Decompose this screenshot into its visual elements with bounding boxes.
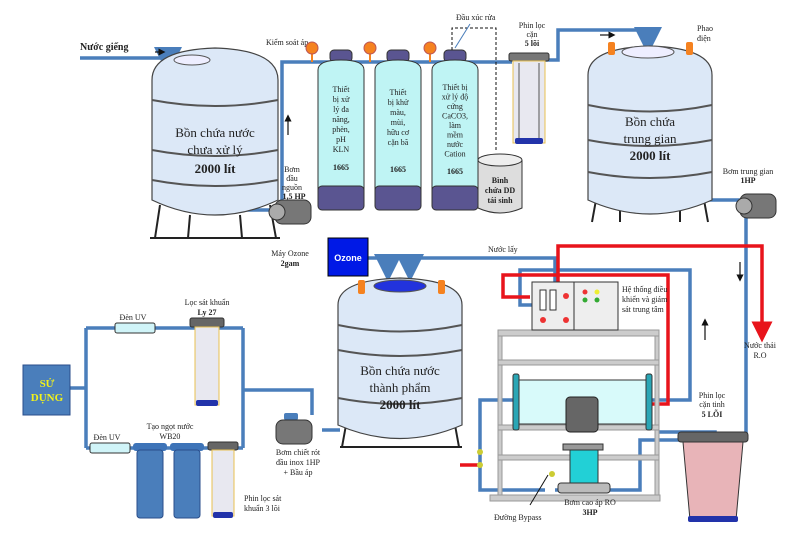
- float-switch-label-2: điện: [697, 34, 711, 43]
- gauge-icon: [423, 41, 437, 55]
- coarse-filter-label-3: 5 lõi: [525, 39, 540, 48]
- sweetener-label: Tạo ngọt nước: [147, 422, 194, 431]
- ozone-generator: Ozone Máy Ozone 2gam: [271, 237, 369, 277]
- ro-pump: [557, 396, 611, 494]
- use-label-1: SỬ: [40, 378, 55, 390]
- source-pump-label-1: Bơm: [284, 165, 301, 174]
- ro-waste-label-1: Nước thải: [744, 341, 777, 350]
- use-point: SỬ DỤNG: [22, 364, 71, 416]
- column-3-model: 1665: [447, 167, 463, 176]
- brine-tank-label-3: tái sinh: [487, 196, 513, 205]
- ozone-box-label: Ozone: [334, 253, 362, 263]
- ozone-label: Máy Ozone: [271, 249, 309, 258]
- source-pump-power: 1,5 HP: [282, 192, 305, 201]
- coarse-filter: Phin lọc cặn 5 lõi: [508, 21, 550, 144]
- gauge-icon: [305, 41, 319, 55]
- float-switch-label-1: Phao: [697, 24, 713, 33]
- source-pump-label-2: đầu: [286, 174, 298, 183]
- backwash-label: Đầu xúc rửa: [456, 13, 496, 22]
- fill-pump: Bơm chiết rót đầu inox 1HP + Bầu áp: [275, 413, 321, 477]
- sterile-filter-label: Lọc sát khuẩn: [185, 298, 230, 307]
- source-pump-label-3: nguồn: [282, 183, 302, 192]
- inlet-label: Nước giếng: [80, 42, 128, 53]
- mid-tank-label-1: Bồn chứa: [625, 114, 675, 129]
- product-tank-label-2: thành phẩm: [369, 380, 430, 395]
- mid-tank-label-2: trung gian: [623, 131, 677, 146]
- raw-tank-label-2: chưa xử lý: [187, 142, 243, 157]
- raw-tank-label-1: Bồn chứa nước: [175, 125, 255, 140]
- use-label-2: DỤNG: [31, 392, 64, 404]
- uv-top-label: Đèn UV: [120, 313, 147, 322]
- product-tank-label-1: Bồn chứa nước: [360, 363, 440, 378]
- ozone-capacity: 2gam: [281, 259, 300, 268]
- pressure-gauges: [305, 41, 437, 62]
- sterile-filter-3: Phin lọc sát khuẩn 3 lõi: [207, 441, 282, 518]
- ro-pump-label: Bơm cao áp RO: [564, 498, 616, 507]
- intermediate-pump: Bơm trung gian 1HP: [723, 167, 777, 219]
- fill-pump-label-2: đầu inox 1HP: [276, 458, 321, 467]
- brine-tank: Bình chứa DD tái sinh: [477, 153, 523, 214]
- brine-tank-label-1: Bình: [492, 176, 509, 185]
- intermediate-tank: Bồn chứa trung gian 2000 lít: [587, 42, 713, 223]
- product-tank-capacity: 2000 lít: [380, 397, 421, 412]
- sterile-filter3-label-2: khuẩn 3 lõi: [244, 504, 281, 513]
- ro-waste-label-2: R.O: [753, 351, 766, 360]
- bypass-label: Đường Bypass: [494, 513, 541, 522]
- ro-pump-power: 3HP: [582, 508, 597, 517]
- sterile-filter: Lọc sát khuẩn Ly 27: [185, 298, 230, 406]
- coarse-filter-label-1: Phin lọc: [519, 21, 546, 30]
- sweetener-filters: Tạo ngọt nước WB20: [133, 422, 204, 519]
- source-pump: Bơm đầu nguồn 1,5 HP: [268, 165, 312, 225]
- fine-filter-label-3: 5 LÕI: [702, 409, 723, 419]
- fill-pump-label-3: + Bầu áp: [284, 468, 313, 477]
- brine-tank-label-2: chứa DD: [485, 186, 516, 195]
- flow-arrows: [155, 31, 744, 340]
- sterile-filter3-label-1: Phin lọc sát: [244, 494, 282, 503]
- product-tank: Bồn chứa nước thành phẩm 2000 lít: [337, 277, 463, 448]
- raw-water-tank: Bồn chứa nước chưa xử lý 2000 lít: [150, 47, 280, 239]
- uv-lamp-top: Đèn UV: [114, 313, 156, 334]
- control-label-1: Hệ thống điều: [622, 285, 667, 294]
- sweetener-model: WB20: [160, 432, 181, 441]
- fine-filter-label-1: Phin lọc: [699, 391, 726, 400]
- pressure-control-label: Kiểm soát áp: [266, 38, 308, 47]
- raw-tank-capacity: 2000 lít: [195, 161, 236, 176]
- mid-tank-capacity: 2000 lít: [630, 148, 671, 163]
- uv-lamp-bottom: Đèn UV: [89, 433, 131, 454]
- fine-filter-label-2: cặn tinh: [699, 400, 725, 409]
- sterile-filter-model: Ly 27: [198, 308, 217, 317]
- gauge-icon: [363, 41, 377, 55]
- coarse-filter-label-2: cặn: [526, 30, 537, 39]
- water-take-label: Nước lấy: [488, 245, 518, 254]
- control-label-2: khiển và giám: [622, 295, 668, 304]
- fill-pump-label-1: Bơm chiết rót: [276, 448, 321, 457]
- uv-bottom-label: Đèn UV: [94, 433, 121, 442]
- mid-pump-label: Bơm trung gian: [723, 167, 773, 176]
- column-2-model: 1665: [390, 165, 406, 174]
- control-label-3: sát trung tâm: [622, 305, 665, 314]
- waste-lines: [460, 244, 773, 467]
- ro-system: Hệ thống điều khiển và giám sát trung tâ…: [477, 281, 668, 522]
- fine-filter: Phin lọc cặn tinh 5 LÕI: [677, 391, 749, 522]
- column-1-model: 1665: [333, 163, 349, 172]
- mid-pump-power: 1HP: [740, 176, 755, 185]
